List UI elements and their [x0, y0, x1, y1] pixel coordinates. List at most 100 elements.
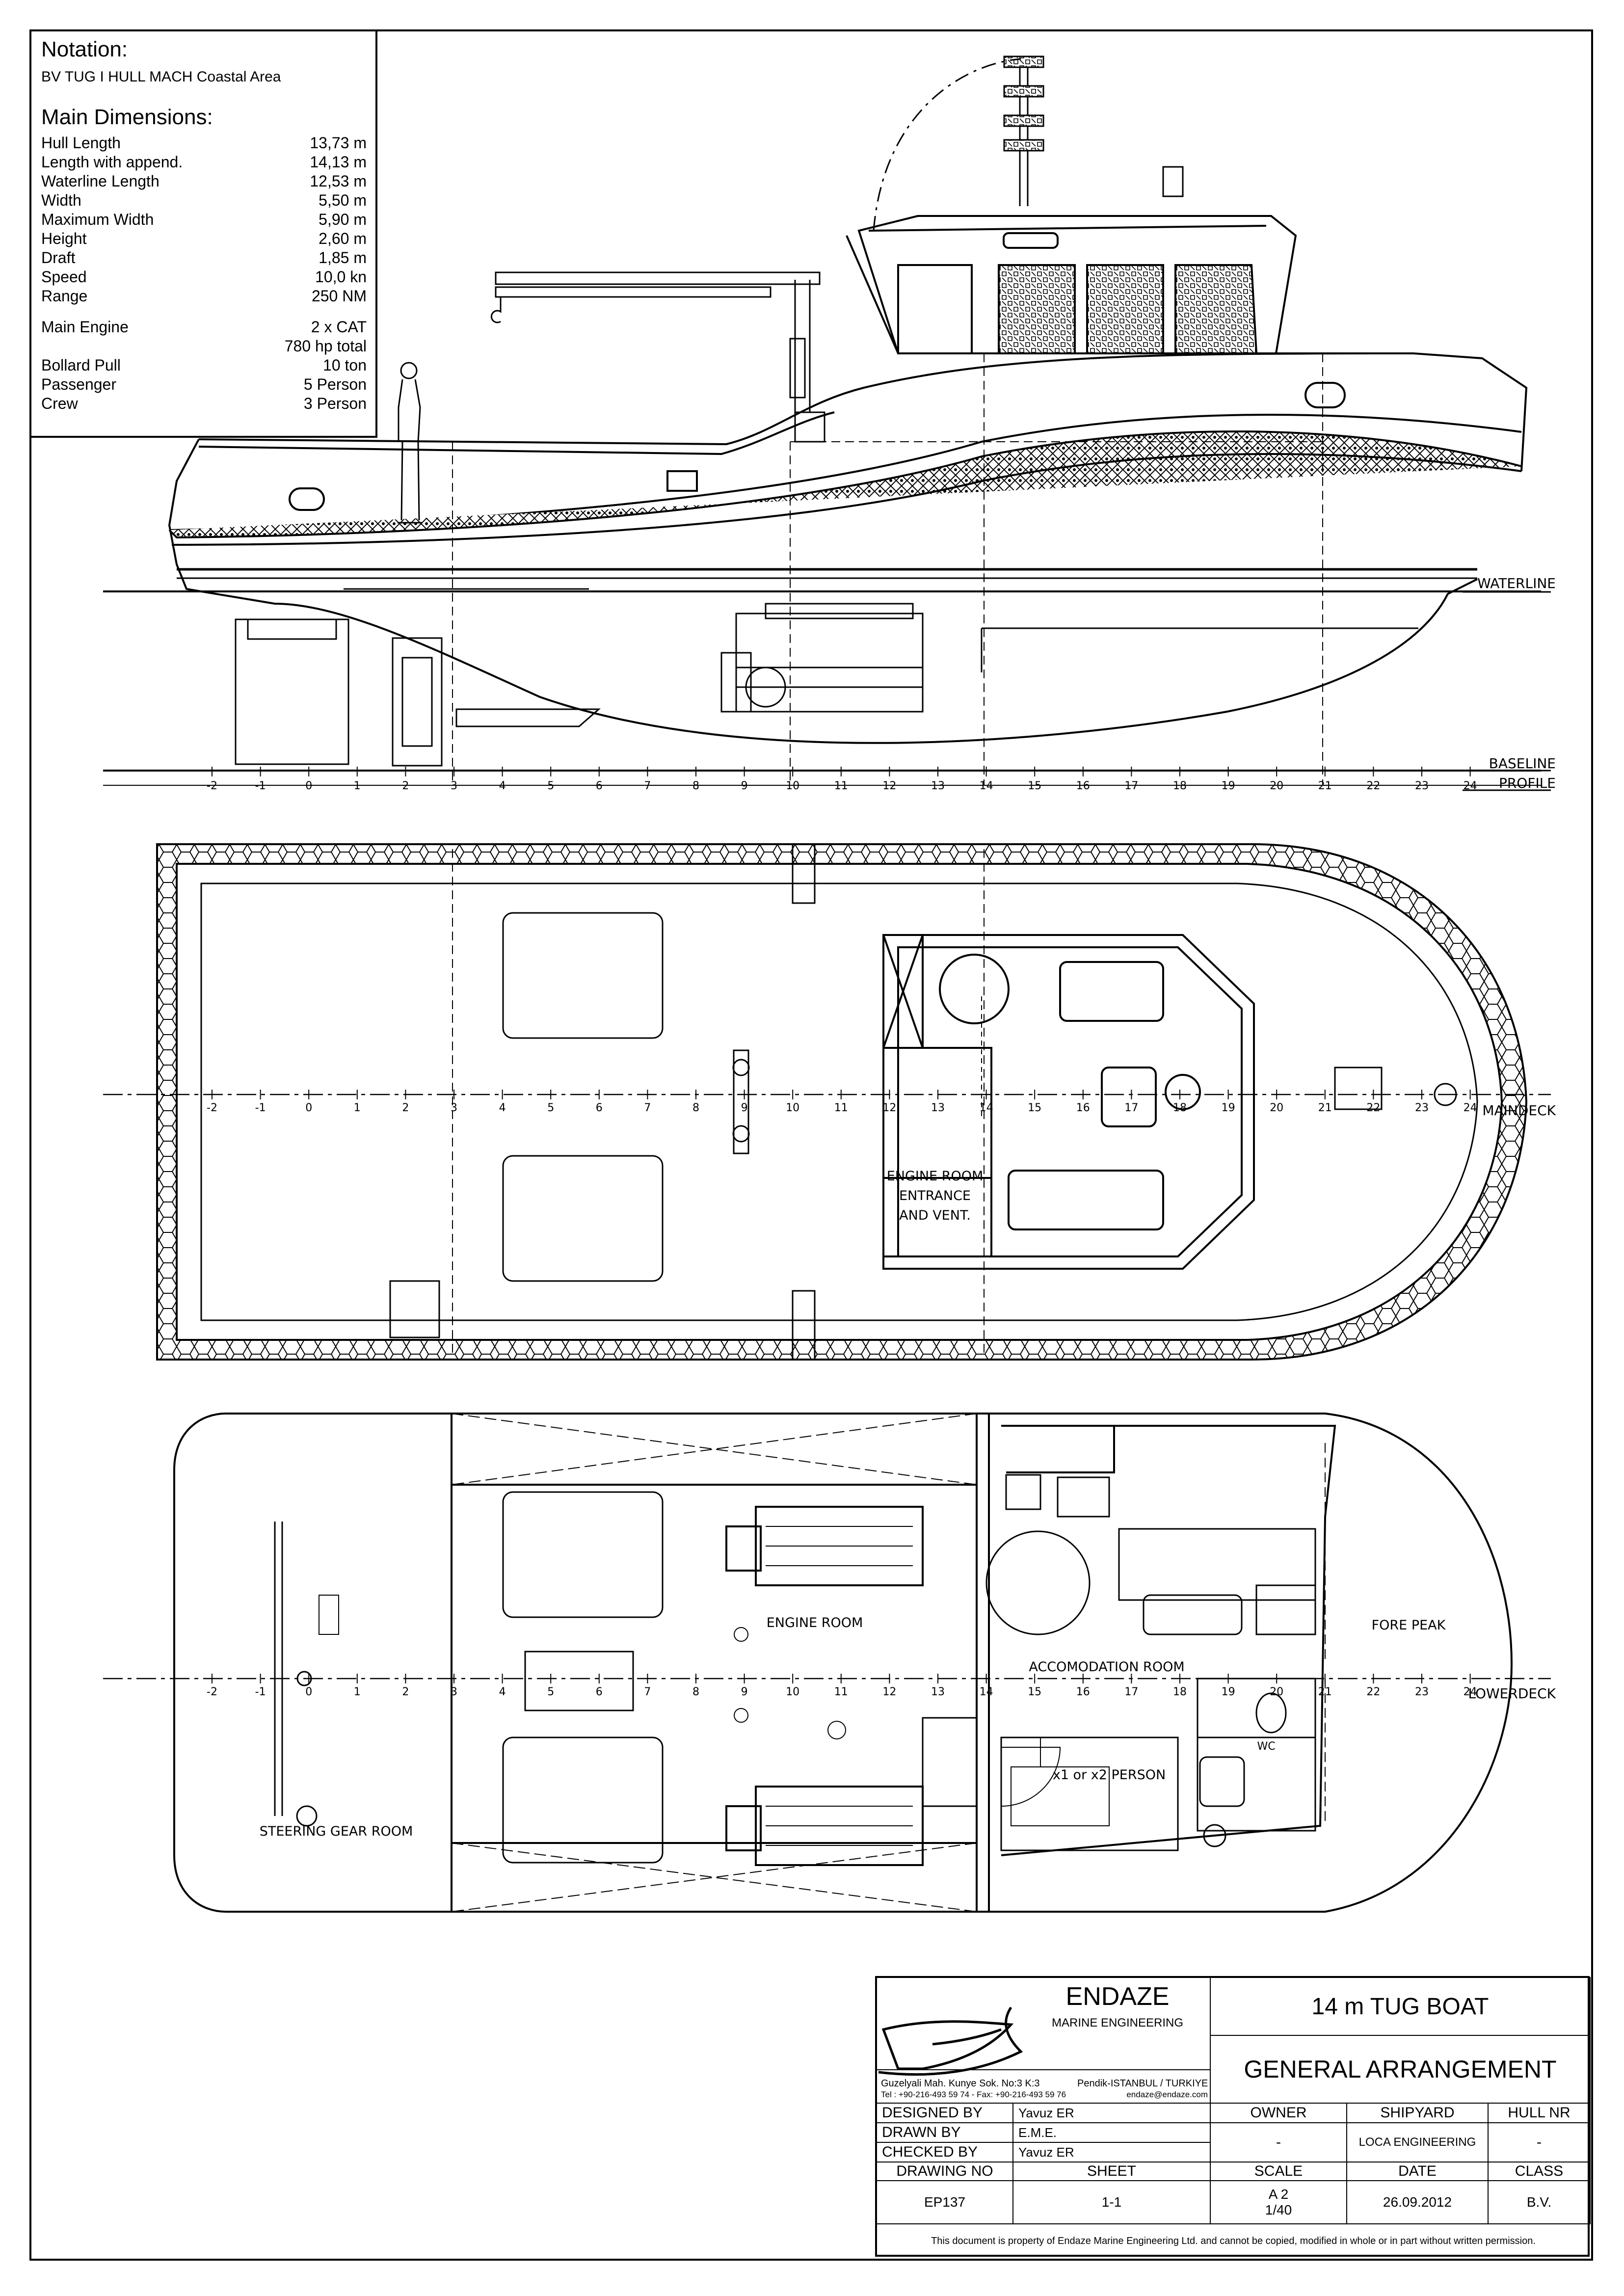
maindeck-frame-number: 9 [741, 1102, 748, 1114]
maindeck-frame-number: -1 [255, 1102, 266, 1114]
dimension-value: 5,50 m [319, 191, 367, 209]
drawing-no-label: DRAWING NO [876, 2162, 1013, 2181]
dimension-label: Height [41, 230, 87, 247]
sheet-label: SHEET [1012, 2162, 1211, 2181]
scale-ratio: 1/40 [1265, 2202, 1292, 2217]
hull-nr-value: - [1488, 2122, 1591, 2163]
maindeck-frame-number: 6 [596, 1102, 603, 1114]
lowerdeck-frame-number: 19 [1222, 1686, 1235, 1698]
dimension-value: 12,53 m [310, 172, 367, 190]
lowerdeck-frame-number: 12 [882, 1686, 896, 1698]
profile-frame-number: 7 [644, 780, 651, 792]
profile-frame-number: 11 [834, 780, 848, 792]
dimension-value: 1,85 m [319, 249, 367, 267]
maindeck-frame-number: 13 [931, 1102, 945, 1114]
maindeck-frame-number: 16 [1076, 1102, 1090, 1114]
dimension-label: Speed [41, 268, 87, 286]
drawing-frame [29, 29, 1593, 2261]
profile-frame-number: -2 [207, 780, 217, 792]
main-engine-value: 2 x CAT [311, 318, 367, 336]
maindeck-frame-number: 3 [451, 1102, 457, 1114]
lowerdeck-frame-number: 5 [547, 1686, 554, 1698]
maindeck-frame-number: 5 [547, 1102, 554, 1114]
deckhouse-plan [882, 934, 1255, 1270]
address-line-2: Pendik-ISTANBUL / TURKIYE [1077, 2078, 1208, 2089]
profile-frame-number: -1 [255, 780, 266, 792]
wc-label: WC [1257, 1740, 1275, 1753]
dimension-value: 3 Person [303, 395, 367, 412]
date-label: DATE [1346, 2162, 1489, 2181]
dimension-row: Width 5,50 m [41, 191, 367, 210]
lowerdeck-frame-number: 14 [980, 1686, 993, 1698]
owner-label: OWNER [1210, 2103, 1347, 2123]
wheelhouse [846, 215, 1413, 354]
title-block: ENDAZE MARINE ENGINEERING Guzelyali Mah.… [875, 1976, 1591, 2258]
maindeck-frame-number: 4 [499, 1102, 506, 1114]
dimension-label: Draft [41, 249, 76, 267]
dimension-value: 2,60 m [319, 230, 367, 247]
profile-frame-number: 2 [402, 780, 409, 792]
checked-by-value: Yavuz ER [1012, 2142, 1211, 2163]
main-engine-plan-starboard [725, 1786, 924, 1866]
lowerdeck-frame-number: 4 [499, 1686, 506, 1698]
profile-frame-number: 3 [451, 780, 457, 792]
mast [1003, 55, 1184, 206]
profile-frame-number: 8 [692, 780, 699, 792]
engine-room-label: ENGINE ROOM [767, 1615, 863, 1630]
profile-frame-number: 20 [1270, 780, 1283, 792]
maindeck-frame-number: 19 [1222, 1102, 1235, 1114]
dimension-label: Bollard Pull [41, 356, 121, 374]
drawing-no-value: EP137 [876, 2180, 1013, 2224]
dimension-value: 10,0 kn [315, 268, 367, 286]
lowerdeck-frame-number: 18 [1173, 1686, 1187, 1698]
lowerdeck-frame-number: 3 [451, 1686, 457, 1698]
profile-label: PROFILE [1499, 775, 1556, 791]
address-divider [876, 2069, 1211, 2104]
disclaimer: This document is property of Endaze Mari… [876, 2223, 1591, 2258]
lowerdeck-label: LOWERDECK [1468, 1685, 1556, 1702]
scale-label: SCALE [1210, 2162, 1347, 2181]
scale-value: A 2 1/40 [1210, 2180, 1347, 2224]
shipyard-value: LOCA ENGINEERING [1346, 2122, 1489, 2163]
dimension-label: Width [41, 191, 81, 209]
class-notation: BV TUG I HULL MACH Coastal Area [41, 69, 281, 85]
dimension-label: Waterline Length [41, 172, 160, 190]
maindeck-frame-number: 0 [305, 1102, 312, 1114]
sheet-value: 1-1 [1012, 2180, 1211, 2224]
profile-frame-number: 15 [1028, 780, 1041, 792]
notation-panel: Notation: BV TUG I HULL MACH Coastal Are… [31, 31, 377, 438]
dimension-value: 13,73 m [310, 134, 367, 152]
propulsion-profile [235, 588, 1418, 767]
dimension-row: Waterline Length 12,53 m [41, 172, 367, 191]
profile-frame-number: 21 [1318, 780, 1332, 792]
dimension-row: Speed 10,0 kn [41, 267, 367, 287]
lowerdeck-frame-number: 8 [692, 1686, 699, 1698]
maindeck-frame-number: 7 [644, 1102, 651, 1114]
human-figure-icon [398, 362, 422, 524]
hull-profile [168, 352, 1528, 744]
lowerdeck-frame-number: 16 [1076, 1686, 1090, 1698]
dimension-label: Crew [41, 395, 78, 412]
dimension-row: Draft 1,85 m [41, 248, 367, 267]
profile-frame-number: 13 [931, 780, 945, 792]
company-subtitle: MARINE ENGINEERING [1051, 2016, 1184, 2029]
lowerdeck-frame-number: 20 [1270, 1686, 1283, 1698]
address-line-1: Guzelyali Mah. Kunye Sok. No:3 K:3 [881, 2078, 1040, 2089]
fore-peak-label: FORE PEAK [1372, 1618, 1446, 1633]
lowerdeck-frame-number: -2 [207, 1686, 217, 1698]
class-value: B.V. [1488, 2180, 1591, 2224]
checked-by-label: CHECKED BY [876, 2142, 1013, 2163]
lowerdeck-frame-number: 0 [305, 1686, 312, 1698]
maindeck-frame-number: 11 [834, 1102, 848, 1114]
drawn-by-label: DRAWN BY [876, 2122, 1013, 2143]
profile-frame-number: 1 [354, 780, 361, 792]
maindeck-frame-number: 12 [882, 1102, 896, 1114]
hull-nr-label: HULL NR [1488, 2103, 1591, 2123]
